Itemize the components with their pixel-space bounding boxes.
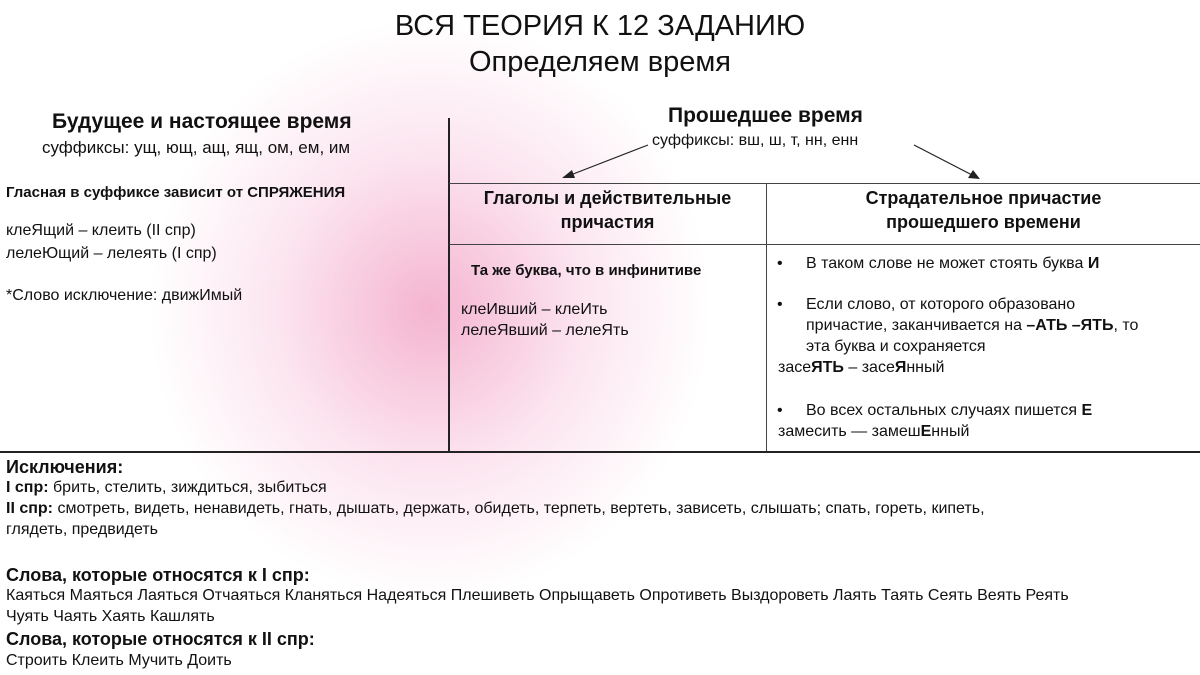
exceptions-first-conj: I спр: брить, стелить, зиждиться, зыбить… <box>6 479 327 496</box>
col-active-participles-header: Глаголы и действительные причастия <box>449 186 766 234</box>
example-zaseyat: засеЯТЬ – засеЯнный <box>778 359 945 376</box>
divider-table-top <box>449 183 1200 184</box>
example-leleyushchiy: лелеЮщий – лелеять (I спр) <box>6 245 217 262</box>
arrow-right-head-icon <box>968 170 980 179</box>
divider-horizontal-main <box>0 451 1200 453</box>
rule-at-yat-line1: Если слово, от которого образовано <box>806 296 1076 313</box>
arrow-left-icon <box>567 144 649 177</box>
first-conj-heading: Слова, которые относятся к I спр: <box>6 565 310 585</box>
infinitive-rule: Та же буква, что в инфинитиве <box>471 262 702 279</box>
rule-at-yat-line3: эта буква и сохраняется <box>806 338 986 355</box>
divider-table-header <box>449 244 1200 245</box>
col1-heading-line1: Глаголы и действительные <box>483 188 732 208</box>
exception-word: *Слово исключение: движИмый <box>6 287 243 304</box>
second-conj-words: Строить Клеить Мучить Доить <box>6 652 232 669</box>
arrow-right-icon <box>913 144 975 177</box>
conjugation-rule: Гласная в суффиксе зависит от СПРЯЖЕНИЯ <box>6 184 346 201</box>
page-subtitle: Определяем время <box>468 46 732 78</box>
arrows-graphic <box>562 144 980 179</box>
rule-at-yat-line2: причастие, заканчивается на –АТЬ –ЯТЬ, т… <box>806 317 1139 334</box>
second-conj-heading: Слова, которые относятся к II спр: <box>6 629 315 649</box>
page-title: ВСЯ ТЕОРИЯ К 12 ЗАДАНИЮ <box>394 10 806 42</box>
example-kleyashchiy: клеЯщий – клеить (II спр) <box>6 222 196 239</box>
example-kleivshiy: клеИвший – клеИть <box>461 301 608 318</box>
example-zameshenny: замесить — замешЕнный <box>778 423 970 440</box>
divider-vertical-main <box>448 118 450 452</box>
bullet-dot-icon: • <box>777 296 783 313</box>
divider-table-columns <box>766 183 767 452</box>
rule-no-i: В таком слове не может стоять буква И <box>806 255 1100 272</box>
future-present-suffixes: суффиксы: ущ, ющ, ащ, ящ, ом, ем, им <box>42 138 351 157</box>
first-conj-words-line1: Каяться Маяться Лаяться Отчаяться Кланят… <box>6 587 1069 604</box>
past-tense-suffixes: суффиксы: вш, ш, т, нн, енн <box>652 132 859 149</box>
col-passive-participle-header: Страдательное причастие прошедшего време… <box>767 186 1200 234</box>
future-present-heading: Будущее и настоящее время <box>52 110 352 133</box>
example-leleyavshiy: лелеЯвший – лелеЯть <box>461 322 629 339</box>
exceptions-second-conj-line1: II спр: смотреть, видеть, ненавидеть, гн… <box>6 500 985 517</box>
exceptions-heading: Исключения: <box>6 457 124 477</box>
arrow-left-head-icon <box>562 170 575 178</box>
first-conj-words-line2: Чуять Чаять Хаять Кашлять <box>6 608 215 625</box>
past-tense-heading: Прошедшее время <box>668 104 863 127</box>
col1-heading-line2: причастия <box>560 212 655 232</box>
bullet-dot-icon: • <box>777 402 783 419</box>
col2-heading-line2: прошедшего времени <box>886 212 1081 232</box>
bullet-dot-icon: • <box>777 255 783 272</box>
exceptions-second-conj-line2: глядеть, предвидеть <box>6 521 158 538</box>
col2-heading-line1: Страдательное причастие <box>865 188 1102 208</box>
rule-otherwise-e: Во всех остальных случаях пишется Е <box>806 402 1093 419</box>
